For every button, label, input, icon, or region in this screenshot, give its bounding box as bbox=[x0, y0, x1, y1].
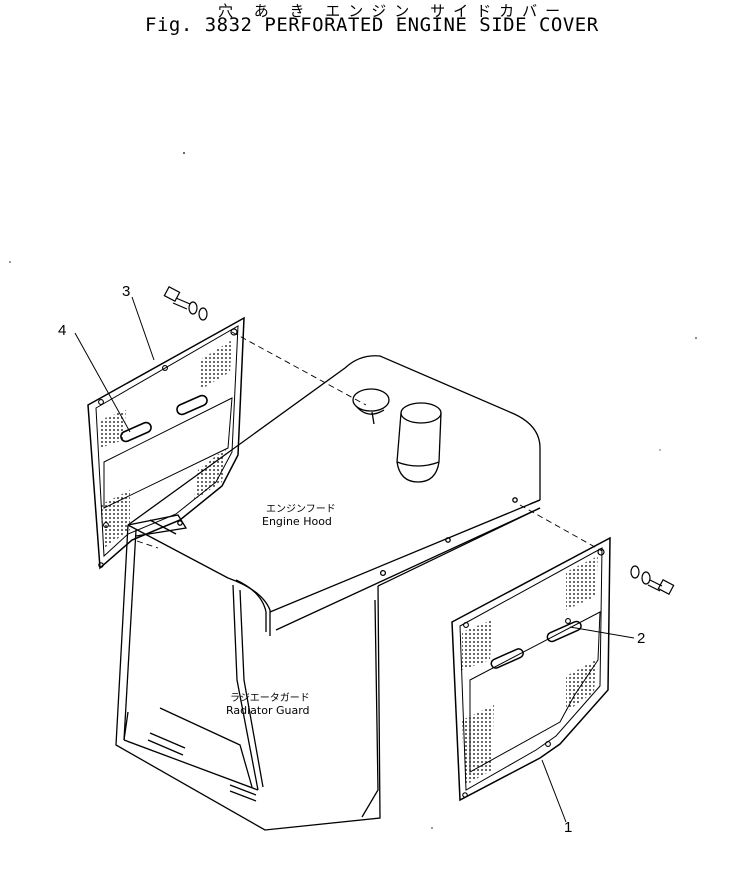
bolt-left bbox=[163, 285, 208, 321]
assembly-leader-lines bbox=[136, 331, 603, 552]
side-cover-right bbox=[451, 536, 611, 802]
figure-title: Fig. 3832 PERFORATED ENGINE SIDE COVER bbox=[145, 14, 599, 36]
callout-1: 1 bbox=[564, 819, 572, 836]
side-cover-left bbox=[87, 316, 245, 570]
radiator-guard-label: Radiator Guard bbox=[226, 704, 310, 717]
engine-hood-label: Engine Hood bbox=[262, 515, 332, 528]
callout-2: 2 bbox=[637, 630, 645, 647]
callout-3: 3 bbox=[122, 283, 130, 300]
engine-hood bbox=[127, 355, 541, 636]
figure-title-japanese: 穴 あ き エンジン サイドカバー bbox=[218, 2, 569, 20]
exhaust-stack bbox=[396, 402, 442, 483]
radiator-guard bbox=[115, 524, 381, 831]
radiator-guard-label-jp: ラジエータガード bbox=[230, 692, 310, 704]
air-intake bbox=[352, 388, 390, 425]
scan-specks bbox=[9, 152, 697, 829]
bolt-right bbox=[630, 565, 675, 596]
callout-4: 4 bbox=[58, 322, 66, 339]
callout-leaders bbox=[74, 296, 635, 823]
engine-hood-label-jp: エンジンフード bbox=[266, 504, 336, 515]
